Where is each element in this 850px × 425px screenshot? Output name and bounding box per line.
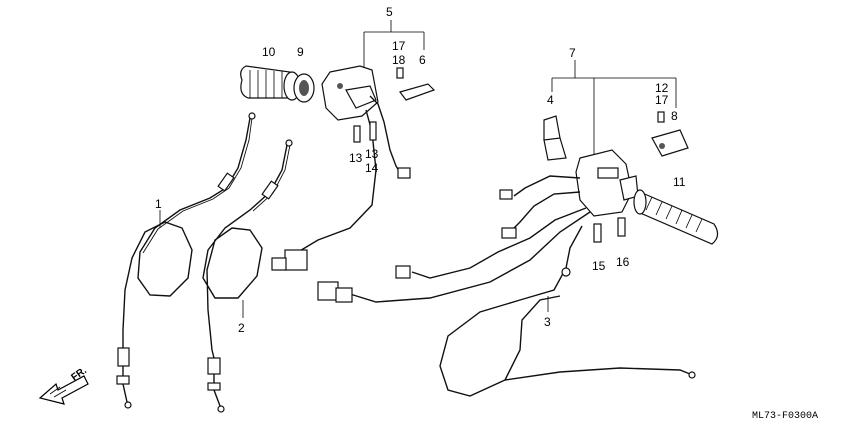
screws-right [593, 217, 626, 243]
callout-16: 16 [616, 255, 630, 269]
right-switch-bracket [651, 111, 689, 157]
callout-13b: 13 [365, 147, 379, 161]
choke-cable [439, 225, 696, 397]
right-switch-housing [317, 149, 639, 303]
callout-3: 3 [544, 315, 551, 329]
front-direction-arrow: FR. [38, 365, 89, 405]
callout-leaders [159, 20, 677, 318]
left-switch-bracket [398, 83, 436, 101]
left-grip [240, 65, 301, 101]
callout-5: 5 [386, 5, 393, 19]
grip-collar [293, 73, 315, 103]
callout-labels: 1 2 3 4 5 6 7 8 9 10 11 12 13 13 14 15 1… [155, 5, 686, 335]
callout-7: 7 [569, 46, 576, 60]
callout-14: 14 [365, 161, 379, 175]
callout-13a: 13 [349, 151, 363, 165]
callout-1: 1 [155, 197, 162, 211]
screws-left [353, 67, 404, 143]
right-grip [633, 189, 719, 245]
callout-17b: 17 [655, 93, 669, 107]
callout-10: 10 [262, 45, 276, 59]
callout-18: 18 [392, 53, 406, 67]
callout-8: 8 [671, 109, 678, 123]
diagram-code: ML73-F0300A [752, 411, 818, 422]
callout-4: 4 [547, 93, 554, 107]
callout-6: 6 [419, 53, 426, 67]
callout-2: 2 [238, 321, 245, 335]
switch-lever [543, 115, 567, 161]
callout-15: 15 [592, 259, 606, 273]
callout-12: 12 [655, 81, 669, 95]
callout-11: 11 [673, 175, 686, 189]
callout-9: 9 [297, 45, 304, 59]
throttle-cable-2 [202, 139, 293, 413]
throttle-cable-1 [116, 112, 256, 409]
callout-17a: 17 [392, 39, 406, 53]
